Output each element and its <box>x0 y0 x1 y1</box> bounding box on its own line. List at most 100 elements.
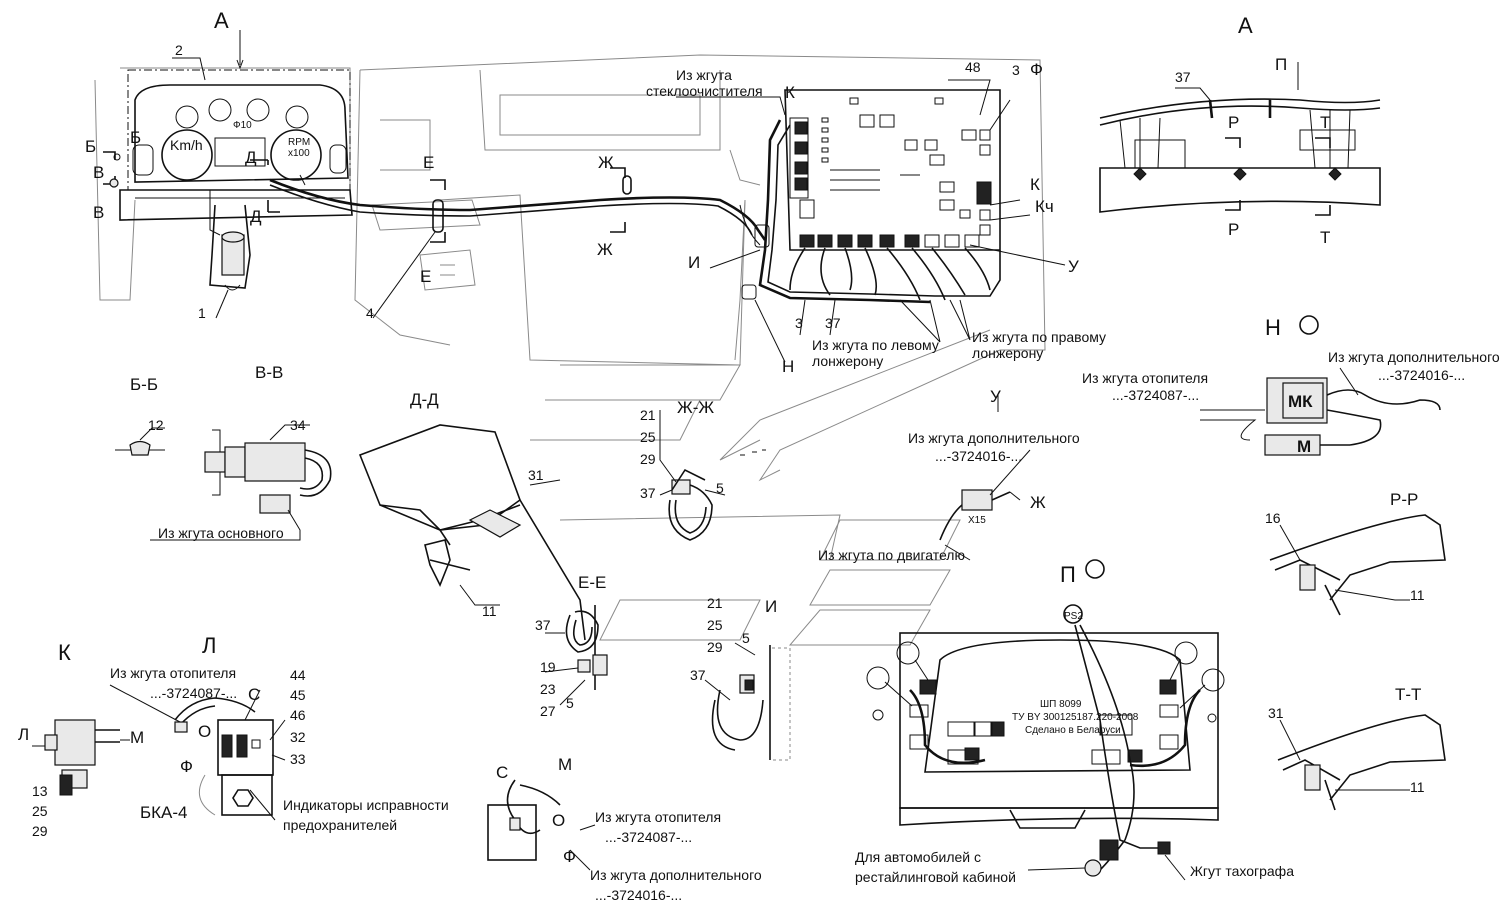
section-m <box>487 779 596 871</box>
callout-4: 4 <box>366 305 374 321</box>
callout-31-tt: 31 <box>1268 705 1284 721</box>
label-o-m: О <box>552 811 565 830</box>
label-ps2: PS2 <box>1064 611 1083 622</box>
note-restyle-2: рестайлинговой кабиной <box>855 869 1016 885</box>
f10-label: Ф10 <box>233 120 252 131</box>
note-tacho: Жгут тахографа <box>1190 863 1294 879</box>
title-dd: Д-Д <box>410 390 439 409</box>
note-heater-code-n: ...-3724087-... <box>1112 387 1199 403</box>
note-additional-m: Из жгута дополнительного <box>590 867 762 883</box>
label-mk: МК <box>1288 392 1313 411</box>
label-v1: В <box>93 163 104 182</box>
callout-31: 31 <box>528 467 544 483</box>
label-zh-u: Ж <box>1030 493 1046 512</box>
label-a-right: А <box>1238 13 1253 38</box>
note-additional-code-u: ...-3724016-... <box>935 448 1022 464</box>
label-r2: Р <box>1228 220 1239 239</box>
callout-34: 34 <box>290 417 306 433</box>
section-p <box>866 559 1225 881</box>
label-u-top: У <box>1068 257 1079 276</box>
callout-29-i: 29 <box>707 639 723 655</box>
callout-21-zh: 21 <box>640 407 656 423</box>
letters: А А Б Б В В Д Д Е Е Ж Ж И К К Кч У Н Ф П… <box>18 8 1330 866</box>
callout-25-zh: 25 <box>640 429 656 445</box>
top-leaders <box>103 30 1066 363</box>
note-heater-m: Из жгута отопителя <box>595 809 721 825</box>
label-n-top: Н <box>782 357 794 376</box>
callout-37-ee: 37 <box>535 617 551 633</box>
title-l: Л <box>202 633 216 658</box>
callout-11-dd: 11 <box>482 603 497 619</box>
note-fuse-1: Индикаторы исправности <box>283 797 449 813</box>
title-m: М <box>558 755 572 774</box>
title-k: К <box>58 640 71 665</box>
note-additional-u: Из жгута дополнительного <box>908 430 1080 446</box>
note-additional-code-m: ...-3724016-... <box>595 887 682 903</box>
callout-37-zh: 37 <box>640 485 656 501</box>
label-v2: В <box>93 203 104 222</box>
label-b2: Б <box>130 128 141 147</box>
section-u <box>939 395 1031 561</box>
title-n: Н <box>1265 315 1281 340</box>
callout-44: 44 <box>290 667 306 683</box>
callout-45: 45 <box>290 687 306 703</box>
title-bb: Б-Б <box>130 375 158 394</box>
label-a-top: А <box>214 8 229 33</box>
callout-25-k: 25 <box>32 803 48 819</box>
callout-12: 12 <box>148 417 164 433</box>
section-bb-vv <box>115 424 332 541</box>
label-t2: Т <box>1320 228 1330 247</box>
label-d1: Д <box>245 148 257 167</box>
title-i: И <box>765 597 777 616</box>
label-r1: Р <box>1228 113 1239 132</box>
callout-5-i: 5 <box>742 630 750 646</box>
callout-37-i: 37 <box>690 667 706 683</box>
notes: Из жгута стеклоочистителя Из жгута по ле… <box>110 67 1500 903</box>
callout-46: 46 <box>290 707 306 723</box>
note-left-spar-2: лонжерону <box>812 353 883 369</box>
note-wiper-2: стеклоочистителя <box>646 83 763 99</box>
label-f-top: Ф <box>1030 60 1043 79</box>
callout-5-zh: 5 <box>716 480 724 496</box>
section-i <box>704 642 791 761</box>
label-k-top: К <box>785 83 795 102</box>
label-e1: Е <box>423 153 434 172</box>
label-d2: Д <box>250 207 262 226</box>
label-x15: X15 <box>968 515 986 526</box>
label-c-m: С <box>496 763 508 782</box>
label-c-l: С <box>248 685 260 704</box>
rpm-label: RPM <box>288 137 310 148</box>
callout-23-ee: 23 <box>540 681 556 697</box>
callout-25-i: 25 <box>707 617 723 633</box>
label-e2: Е <box>420 267 431 286</box>
note-heater-n: Из жгута отопителя <box>1082 370 1208 386</box>
callout-3-bottom: 3 <box>795 315 803 331</box>
label-k-right: К <box>1030 175 1040 194</box>
kmh-label: Km/h <box>170 137 203 153</box>
note-heater-code-l: ...-3724087-... <box>150 685 237 701</box>
section-k <box>32 719 130 796</box>
label-m-n: М <box>1297 437 1311 456</box>
callout-29-k: 29 <box>32 823 48 839</box>
main-harness <box>209 174 767 241</box>
control-board <box>739 89 1001 304</box>
callout-19-ee: 19 <box>540 659 556 675</box>
title-rr: Р-Р <box>1390 490 1418 509</box>
title-ee: Е-Е <box>578 573 606 592</box>
label-f-l: Ф <box>180 757 193 776</box>
label-i: И <box>688 253 700 272</box>
callout-16: 16 <box>1265 510 1281 526</box>
view-a <box>1099 62 1381 216</box>
x100-label: x100 <box>288 148 310 159</box>
title-u: У <box>990 387 1001 406</box>
callout-37-bottom: 37 <box>825 315 841 331</box>
note-right-spar-1: Из жгута по правому <box>972 329 1106 345</box>
instrument-cluster: Km/h RPM x100 Ф10 <box>119 69 353 291</box>
note-fuse-2: предохранителей <box>283 817 397 833</box>
callout-5-ee: 5 <box>566 695 574 711</box>
callout-32: 32 <box>290 729 306 745</box>
section-tt <box>1277 714 1446 811</box>
label-m-k: М <box>130 728 144 747</box>
note-engine: Из жгута по двигателю <box>818 547 965 563</box>
